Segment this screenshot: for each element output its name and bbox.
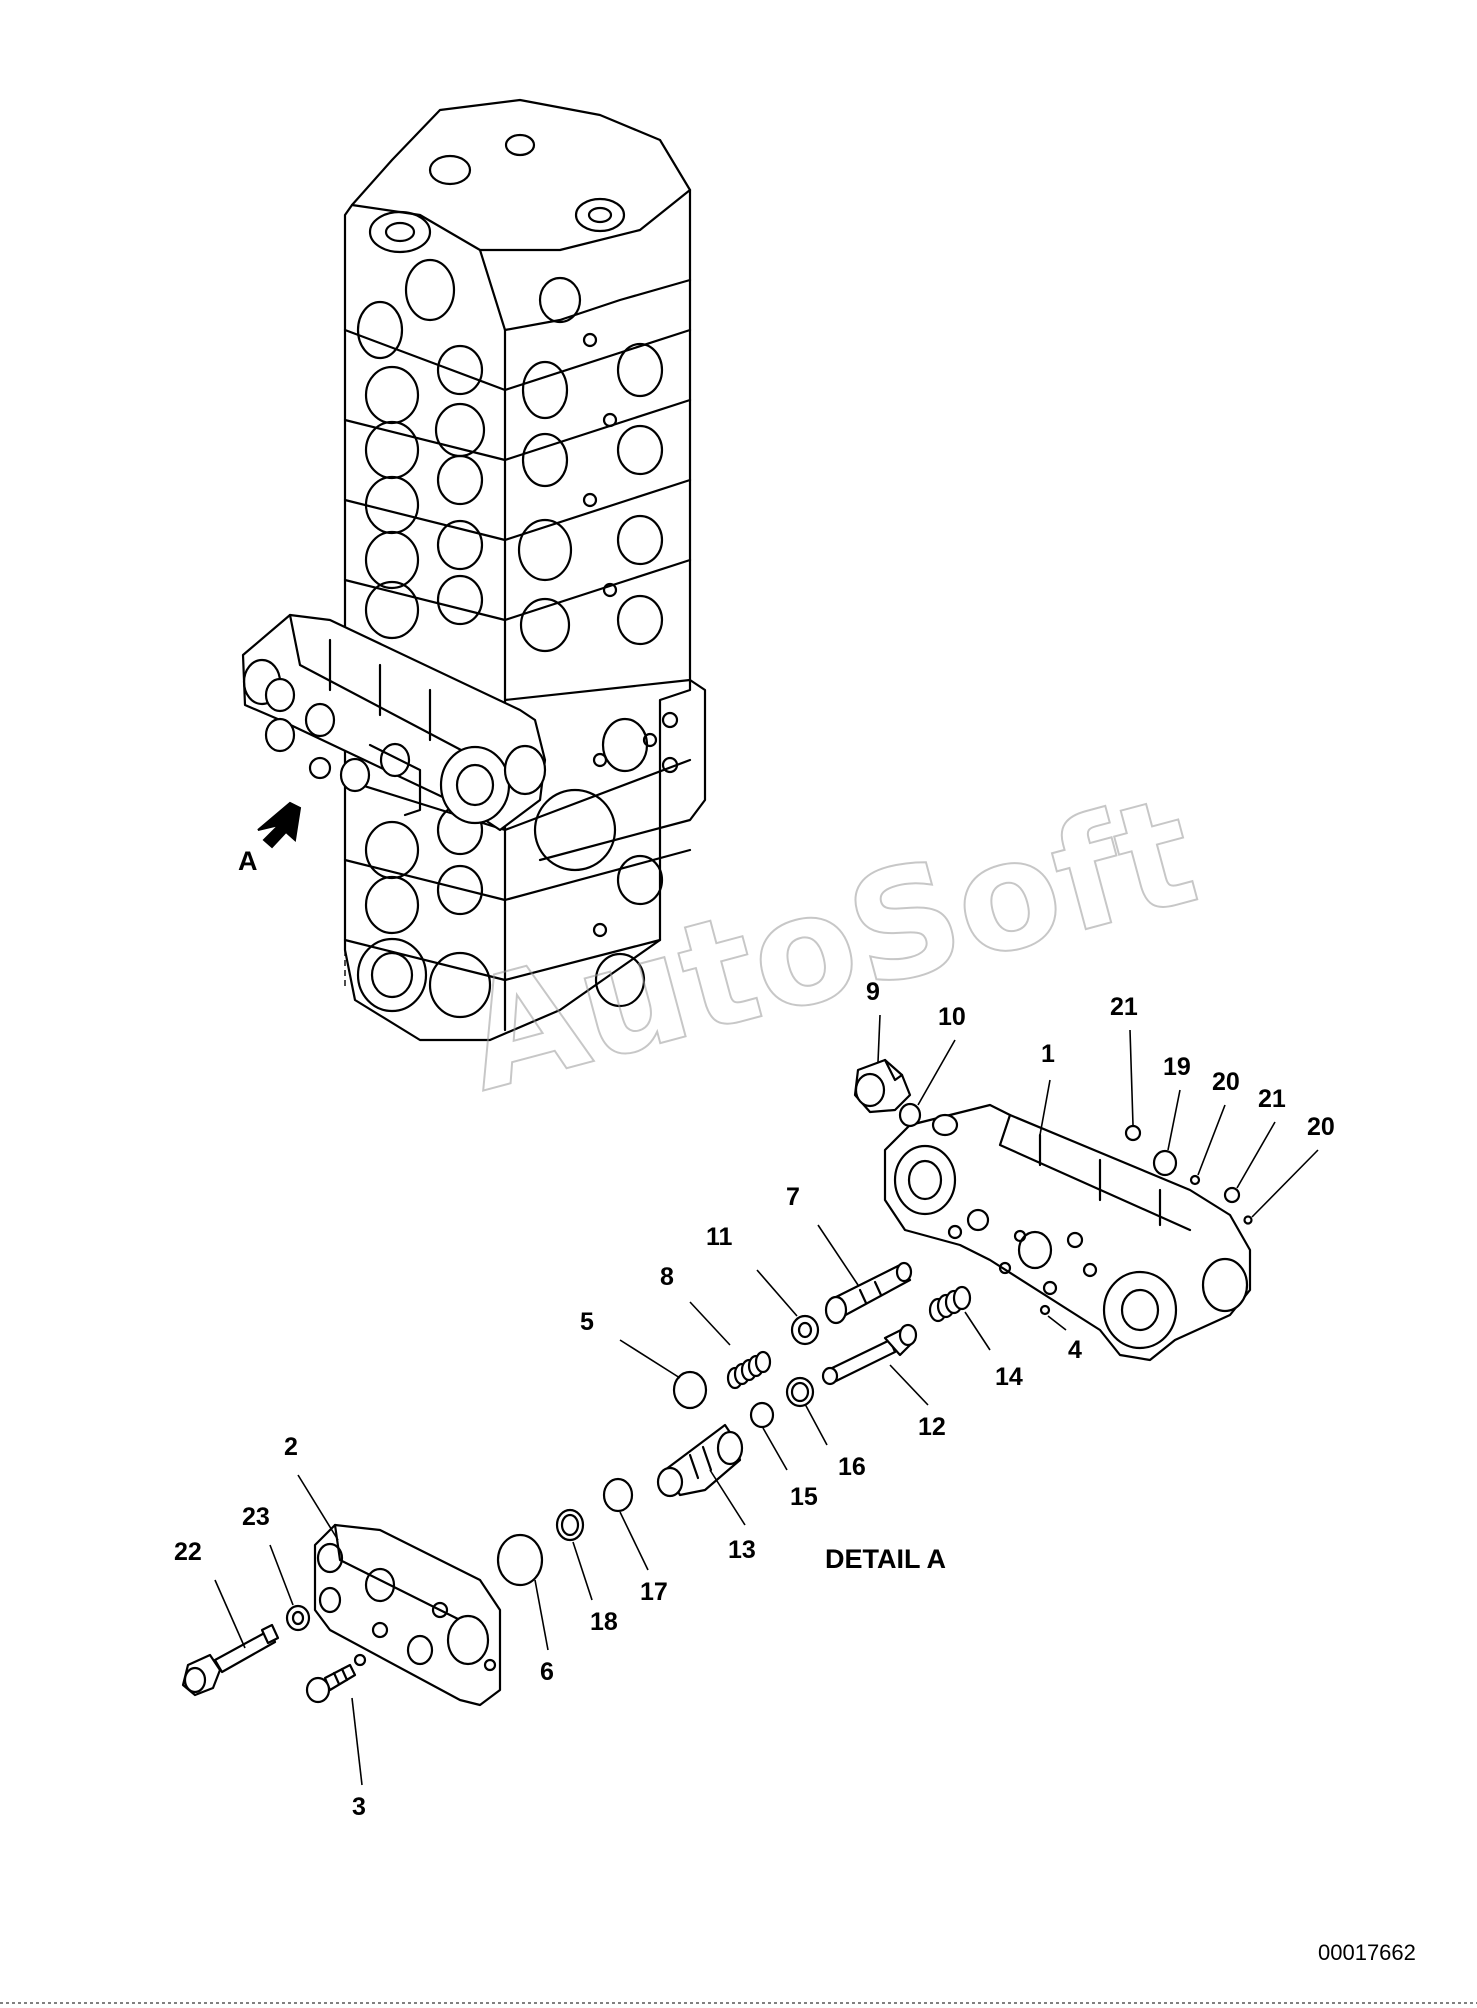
callout-6: 6 <box>540 1658 554 1686</box>
watermark-text: AutoSoft <box>447 764 1212 1125</box>
callout-20-lower: 20 <box>1307 1113 1335 1141</box>
callout-21-lower: 21 <box>1258 1085 1286 1113</box>
part-15-o-ring <box>749 1401 775 1429</box>
callout-18: 18 <box>590 1608 618 1636</box>
part-9-plug <box>853 1058 912 1114</box>
callout-numbers: 1 2 3 4 5 6 7 8 9 10 11 12 13 14 15 16 1… <box>174 978 1335 1821</box>
callout-23: 23 <box>242 1503 270 1531</box>
part-11-seal <box>790 1314 820 1346</box>
watermark: AutoSoft <box>446 763 1213 1126</box>
part-6-o-ring <box>496 1533 544 1587</box>
part-21-o-ring-lower <box>1223 1186 1241 1204</box>
callout-13: 13 <box>728 1536 756 1564</box>
part-20-o-ring-upper <box>1189 1174 1201 1186</box>
part-3-screw <box>305 1663 357 1704</box>
part-22-bolt <box>181 1623 280 1697</box>
callout-8: 8 <box>660 1263 674 1291</box>
callout-11: 11 <box>706 1223 733 1251</box>
part-14-spring <box>928 1285 972 1323</box>
callout-7: 7 <box>786 1183 800 1211</box>
part-20-o-ring-lower <box>1243 1215 1253 1225</box>
detail-a-title: DETAIL A <box>825 1544 946 1574</box>
callout-16: 16 <box>838 1453 866 1481</box>
callout-22: 22 <box>174 1538 202 1566</box>
callout-15: 15 <box>790 1483 818 1511</box>
view-arrow-a: A <box>238 801 302 876</box>
callout-14: 14 <box>995 1363 1023 1391</box>
control-valve-assembly: A <box>238 98 707 1042</box>
callout-9: 9 <box>866 978 880 1006</box>
callout-3: 3 <box>352 1793 366 1821</box>
part-10-o-ring <box>898 1102 922 1128</box>
drawing-number: 00017662 <box>1318 1940 1416 1965</box>
part-19-o-ring <box>1152 1149 1178 1177</box>
part-18-backup-ring <box>555 1508 585 1542</box>
part-8-spring <box>726 1350 772 1390</box>
view-label-a: A <box>238 846 258 876</box>
callout-19: 19 <box>1163 1053 1191 1081</box>
part-21-o-ring-upper <box>1124 1124 1142 1142</box>
part-23-washer <box>285 1604 311 1632</box>
callout-20-upper: 20 <box>1212 1068 1240 1096</box>
part-5-plug <box>672 1370 708 1410</box>
part-7-spool <box>824 1261 913 1325</box>
callout-4: 4 <box>1068 1336 1082 1364</box>
leader-lines <box>214 1014 1319 1786</box>
callout-21-upper: 21 <box>1110 993 1138 1021</box>
callout-2: 2 <box>284 1433 298 1461</box>
callout-17: 17 <box>640 1578 668 1606</box>
part-13-valve <box>656 1423 744 1498</box>
part-1-valve-body <box>883 1103 1252 1362</box>
callout-5: 5 <box>580 1308 594 1336</box>
callout-12: 12 <box>918 1413 946 1441</box>
part-16-ring <box>785 1376 815 1408</box>
callout-1: 1 <box>1041 1040 1055 1068</box>
part-4-ball <box>1039 1304 1051 1316</box>
attached-valve-a <box>241 613 547 832</box>
part-12-piston <box>821 1323 918 1386</box>
callout-10: 10 <box>938 1003 966 1031</box>
part-17-o-ring <box>602 1477 634 1513</box>
